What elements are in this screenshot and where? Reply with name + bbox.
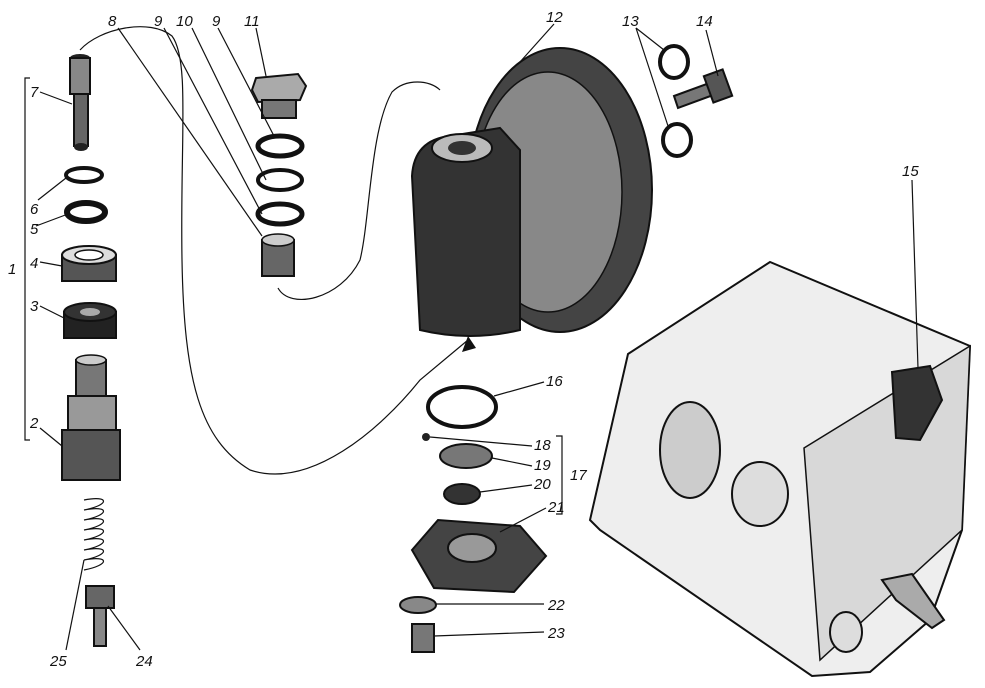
connector-line-8-to-housing xyxy=(277,81,441,301)
label-1: 1 xyxy=(8,261,16,278)
part-16-o-ring xyxy=(426,385,498,429)
crankcase-block xyxy=(588,260,972,678)
part-labels: 1 7 6 5 4 3 2 8 9 10 9 11 12 13 14 15 16… xyxy=(8,9,919,670)
part-14-bolt xyxy=(672,68,734,110)
label-23: 23 xyxy=(547,625,565,642)
part-18-screw xyxy=(422,433,430,441)
label-9-right: 9 xyxy=(212,13,221,30)
label-7: 7 xyxy=(30,84,39,101)
part-3-nut xyxy=(63,302,117,339)
part-13-rings xyxy=(658,44,693,158)
label-17: 17 xyxy=(570,467,587,484)
part-8-fitting xyxy=(261,233,295,277)
part-5-washer xyxy=(64,200,108,224)
label-5: 5 xyxy=(30,221,39,238)
part-22-washer-tab xyxy=(399,596,437,614)
part-15-cover xyxy=(890,364,944,442)
label-15: 15 xyxy=(902,163,919,180)
connector-arrow xyxy=(462,336,476,352)
part-9-gasket-top xyxy=(255,133,305,159)
part-10-spring-clip xyxy=(256,168,304,192)
label-13: 13 xyxy=(622,13,639,30)
label-3: 3 xyxy=(30,298,39,315)
label-8: 8 xyxy=(108,13,117,30)
label-21: 21 xyxy=(547,499,565,516)
label-11: 11 xyxy=(244,13,260,30)
label-16: 16 xyxy=(546,373,563,390)
label-19: 19 xyxy=(534,457,551,474)
label-10: 10 xyxy=(176,13,193,30)
label-4: 4 xyxy=(30,255,38,272)
part-9-gasket-bottom xyxy=(255,201,305,227)
label-6: 6 xyxy=(30,201,39,218)
label-18: 18 xyxy=(534,437,551,454)
part-21-flange xyxy=(410,518,548,594)
part-11-plug xyxy=(250,72,308,119)
label-14: 14 xyxy=(696,13,713,30)
part-25-spring xyxy=(83,498,105,571)
label-22: 22 xyxy=(547,597,565,614)
part-7-pin xyxy=(69,54,91,151)
label-24: 24 xyxy=(135,653,153,670)
part-19-plate xyxy=(439,443,493,469)
label-2: 2 xyxy=(29,415,39,432)
label-12: 12 xyxy=(546,9,563,26)
left-bracket-1 xyxy=(24,77,30,441)
leader-lines xyxy=(35,23,919,651)
part-6-snap-ring xyxy=(64,166,104,184)
part-2-valve-body xyxy=(61,354,121,481)
label-9-left: 9 xyxy=(154,13,163,30)
part-12-housing xyxy=(410,47,653,337)
part-20-nut xyxy=(443,483,481,505)
part-23-bolt xyxy=(411,623,435,653)
label-20: 20 xyxy=(533,476,551,493)
part-4-sleeve xyxy=(61,245,117,282)
part-24-bolt xyxy=(85,585,115,647)
label-25: 25 xyxy=(49,653,67,670)
